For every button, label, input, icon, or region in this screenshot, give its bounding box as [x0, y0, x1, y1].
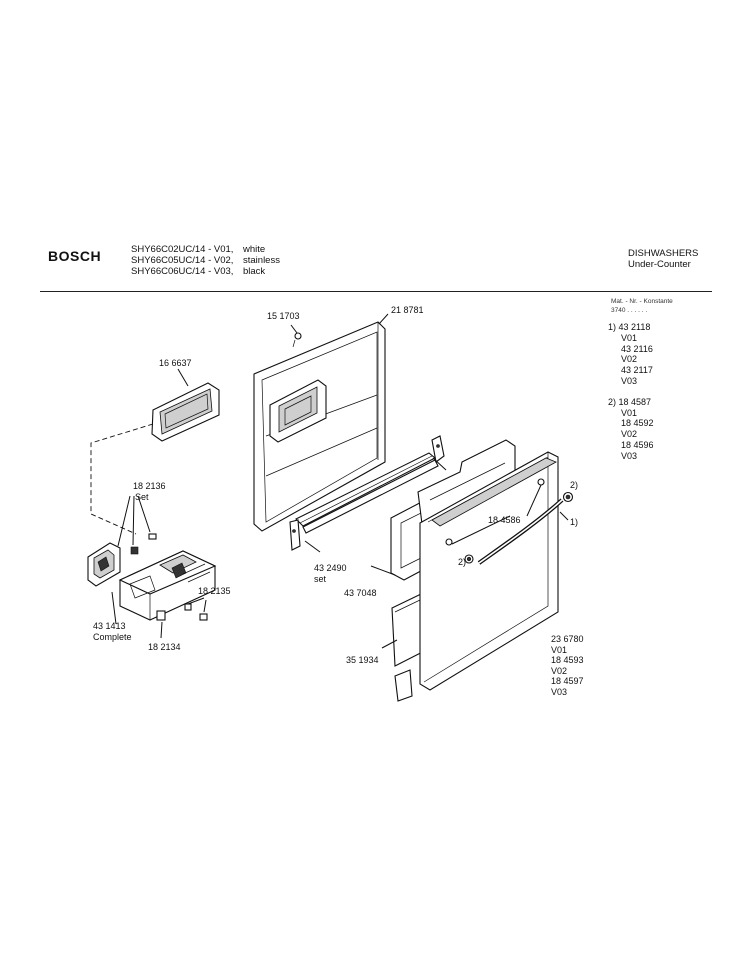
header-divider	[40, 291, 712, 292]
callout-182136: 18 2136 Set	[133, 481, 166, 502]
callout-182135: 18 2135	[198, 586, 231, 596]
part-line: 18 4592	[621, 418, 654, 429]
part-group-1: 1) 43 2118 V01 43 2116 V02 43 2117 V03	[608, 322, 654, 387]
outer-door-panel	[419, 451, 559, 691]
callout-218781: 21 8781	[391, 305, 424, 315]
callout-part-number: 18 2136	[133, 481, 166, 491]
model-number: SHY66C06UC/14 - V03,	[131, 266, 234, 277]
model-finish: stainless	[243, 255, 280, 266]
model-finish: black	[243, 266, 266, 277]
callout-part-number: 43 2490	[314, 563, 347, 573]
control-front-plate	[87, 542, 121, 587]
category-subline: Under-Counter	[628, 259, 691, 270]
model-list: SHY66C02UC/14 - V01, white SHY66C05UC/14 …	[131, 244, 280, 277]
callout-151703: 15 1703	[267, 311, 300, 321]
sidebar-heading-label: Mat. - Nr. - Konstante	[611, 298, 673, 305]
callout-437048: 43 7048	[344, 588, 377, 598]
sidebar-constant: 3740 . . . . . .	[611, 307, 648, 314]
callout-182134: 18 2134	[148, 642, 181, 652]
callout-432490: 43 2490 set	[314, 563, 347, 584]
callout-part-number: 43 1413	[93, 621, 126, 631]
callout-ref1: 1)	[570, 517, 579, 527]
model-number: SHY66C02UC/14 - V01,	[131, 244, 234, 255]
callout-variant: V02	[551, 665, 568, 676]
part-line: 43 2116	[621, 343, 653, 354]
model-finish: white	[243, 244, 266, 255]
callout-431413: 43 1413 Complete	[93, 621, 132, 642]
assembly-path	[90, 423, 154, 535]
callout-351934: 35 1934	[346, 655, 379, 665]
model-row: SHY66C05UC/14 - V02, stainless	[131, 255, 280, 266]
callout-part-number: 23 6780	[551, 634, 584, 644]
sidebar-part-list: 1) 43 2118 V01 43 2116 V02 43 2117 V03 2…	[608, 322, 654, 472]
callout-qualifier: set	[314, 573, 327, 584]
model-row: SHY66C02UC/14 - V01, white	[131, 244, 280, 255]
screw-part	[290, 324, 302, 348]
model-row: SHY66C06UC/14 - V03, black	[131, 266, 280, 277]
callout-184586: 18 4586	[488, 515, 521, 525]
callout-166637: 16 6637	[159, 358, 192, 368]
part-line: V03	[621, 450, 638, 461]
door-handle	[477, 498, 569, 565]
part-line: V03	[621, 375, 638, 386]
leader-line	[378, 313, 389, 325]
part-line: 18 4596	[621, 439, 654, 450]
part-line: V01	[621, 332, 638, 343]
part-line: 1) 43 2118	[608, 322, 651, 332]
sidebar-heading: Mat. - Nr. - Konstante 3740 . . . . . .	[611, 297, 673, 315]
small-parts	[111, 495, 208, 639]
brand-logo: BOSCH	[48, 248, 102, 264]
inner-door-panel	[253, 321, 386, 532]
part-line: V01	[621, 407, 638, 418]
door-seal-strip	[289, 435, 447, 553]
callout-236780: 23 6780 V01 18 4593 V02 18 4597 V03	[551, 634, 584, 697]
callout-variant: V01	[551, 644, 568, 655]
callout-ref2-left: 2)	[458, 557, 467, 567]
callout-variant: V03	[551, 686, 568, 697]
dispenser-gasket	[151, 368, 220, 442]
callout-ref2-top: 2)	[570, 480, 579, 490]
callout-qualifier: Complete	[93, 631, 132, 642]
category-line: DISHWASHERS	[628, 248, 699, 259]
callout-part-number: 18 4593	[551, 655, 584, 665]
callout-qualifier: Set	[135, 491, 149, 502]
part-group-2: 2) 18 4587 V01 18 4592 V02 18 4596 V03	[608, 397, 654, 462]
part-line: V02	[621, 354, 638, 365]
part-line: 43 2117	[621, 365, 653, 376]
door-screws	[445, 478, 574, 564]
callout-part-number: 18 4597	[551, 676, 584, 686]
part-line: V02	[621, 429, 638, 440]
control-module	[118, 550, 217, 621]
category-title: DISHWASHERS Under-Counter	[628, 248, 698, 270]
model-number: SHY66C05UC/14 - V02,	[131, 255, 234, 266]
part-line: 2) 18 4587	[608, 396, 652, 407]
